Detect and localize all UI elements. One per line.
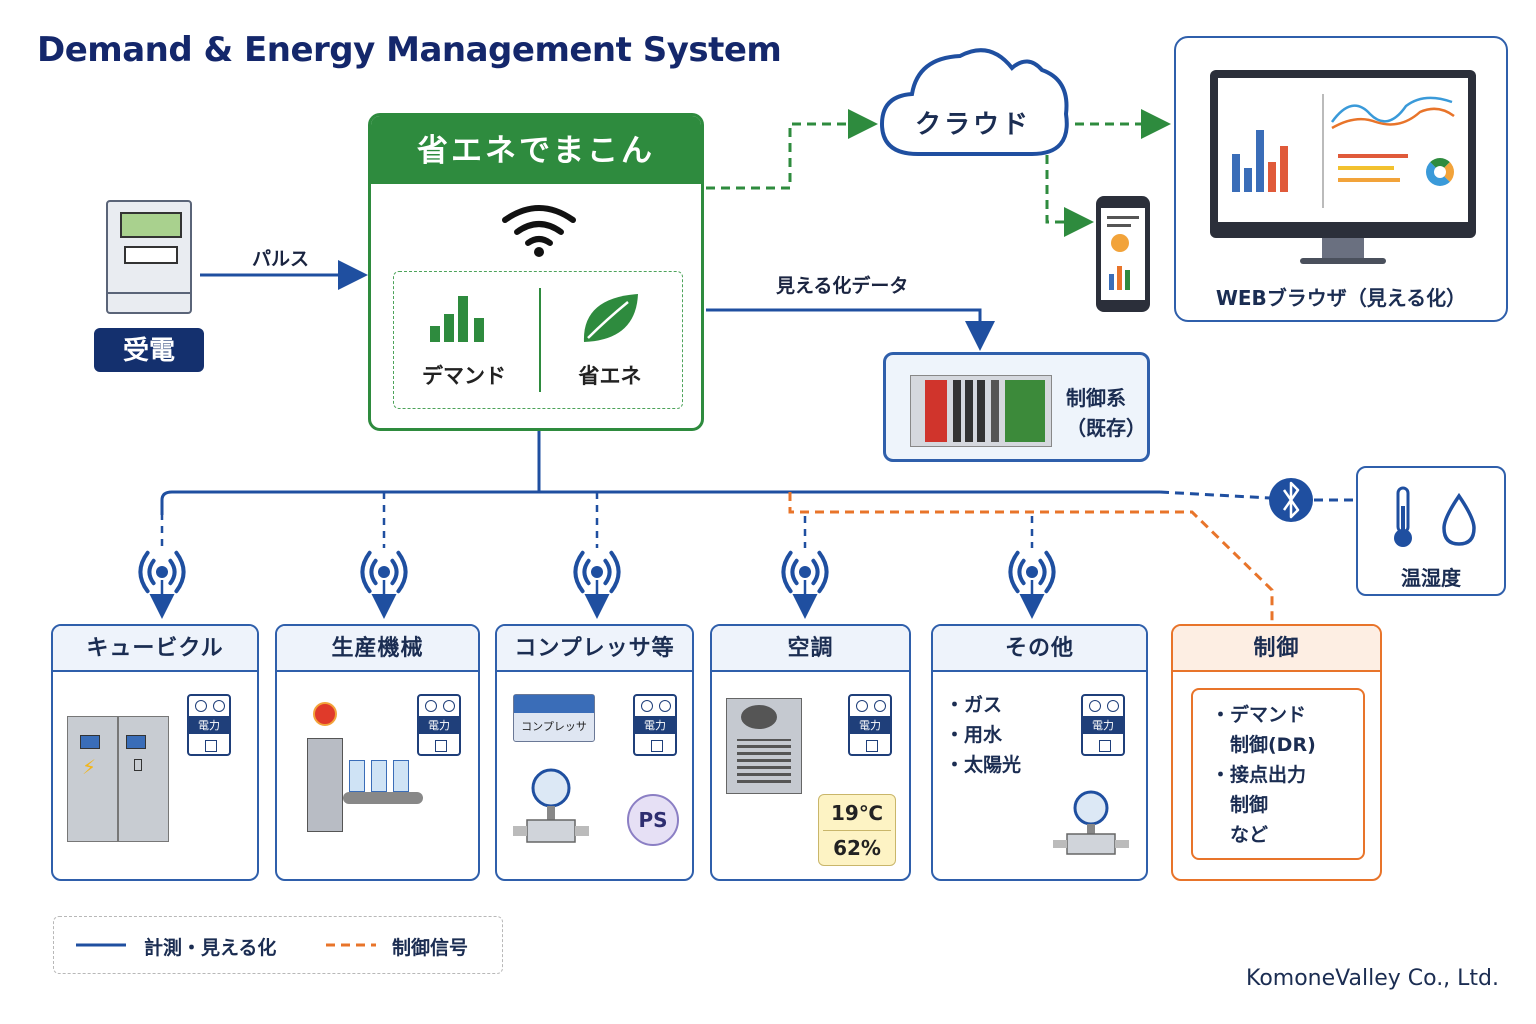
visualization-data-label: 見える化データ — [776, 275, 909, 297]
control-system-label: 制御系 — [1066, 386, 1126, 410]
list-item: ・太陽光 — [945, 754, 1022, 776]
wireless-signal-icon — [360, 550, 408, 619]
demand-label: デマンド — [422, 364, 506, 388]
incoming-power-label: 受電 — [94, 328, 204, 372]
list-item: 制御(DR) — [1211, 734, 1316, 756]
temp-humidity-display: 19℃ 62% — [818, 794, 896, 866]
power-meter-icon: 電力 — [848, 694, 892, 756]
legend: 計測・見える化 制御信号 — [53, 916, 503, 974]
card-title: 制御 — [1173, 626, 1380, 672]
control-signal-line — [788, 492, 1274, 622]
power-meter-label: 電力 — [1083, 716, 1123, 734]
list-item: ・用水 — [945, 724, 1003, 746]
power-meter-label: 電力 — [635, 716, 675, 734]
power-meter-icon: 電力 — [633, 694, 677, 756]
existing-control-system: 制御系 （既存） — [883, 352, 1150, 462]
legend-measure-label: 計測・見える化 — [144, 937, 277, 959]
power-meter-icon: 電力 — [187, 694, 231, 756]
power-meter-label: 電力 — [850, 716, 890, 734]
card-cubicle: キュービクル ⚡ 電力 — [51, 624, 259, 881]
power-meter-icon: 電力 — [417, 694, 461, 756]
wireless-signal-icon — [573, 550, 621, 619]
list-item: など — [1211, 824, 1269, 846]
list-item: ・ガス — [945, 694, 1003, 716]
energy-hub-box: 省エネでまこん デマンド 省エネ — [368, 113, 704, 431]
list-item: ・接点出力 — [1211, 764, 1307, 786]
compressor-label: コンプレッサ — [521, 720, 587, 733]
pressure-switch-badge: PS — [627, 794, 679, 846]
card-other: その他 ・ガス ・用水 ・太陽光 電力 — [931, 624, 1148, 881]
card-control: 制御 ・デマンド 制御(DR) ・接点出力 制御 など — [1171, 624, 1382, 881]
card-production-machine: 生産機械 電力 — [275, 624, 480, 881]
card-title: キュービクル — [53, 626, 257, 672]
air-conditioner-icon — [726, 698, 802, 794]
leaf-icon — [583, 294, 638, 342]
web-browser-label: WEBブラウザ（見える化） — [1215, 286, 1467, 310]
control-system-existing-label: （既存） — [1066, 416, 1146, 440]
hub-to-cloud-arrow — [706, 109, 878, 190]
control-details-box: ・デマンド 制御(DR) ・接点出力 制御 など — [1191, 688, 1365, 860]
temp-humidity-sensor: 温湿度 — [1356, 466, 1506, 596]
hub-title: 省エネでまこん — [371, 116, 701, 184]
cloud-icon — [879, 48, 1069, 156]
pulse-label: パルス — [252, 248, 310, 270]
wireless-signal-icon — [1008, 550, 1056, 619]
thermometer-icon — [1394, 486, 1412, 547]
other-list: ・ガス ・用水 ・太陽光 — [945, 690, 1021, 780]
plc-icon — [910, 375, 1052, 447]
wireless-signal-icon — [781, 550, 829, 619]
monitor-icon — [1210, 70, 1476, 264]
card-title: 生産機械 — [277, 626, 478, 672]
list-item: 制御 — [1211, 794, 1269, 816]
company-name: KomoneValley Co., Ltd. — [1246, 966, 1500, 991]
power-meter-icon: 電力 — [1081, 694, 1125, 756]
energy-saving-label: 省エネ — [578, 364, 642, 388]
power-meter-label: 電力 — [189, 716, 229, 734]
card-air-conditioning: 空調 電力 19℃ 62% — [710, 624, 911, 881]
cubicle-cabinet-icon: ⚡ — [67, 716, 169, 842]
cloud-to-phone-arrow — [1045, 155, 1094, 237]
hub-function-panel: デマンド 省エネ — [393, 271, 683, 409]
card-title: その他 — [933, 626, 1146, 672]
power-meter-label: 電力 — [419, 716, 459, 734]
web-browser-panel: WEBブラウザ（見える化） — [1174, 36, 1508, 322]
card-title: コンプレッサ等 — [497, 626, 692, 672]
wireless-signal-icon — [138, 550, 186, 619]
meter-device-icon — [106, 200, 192, 314]
list-item: ・デマンド — [1211, 704, 1307, 726]
card-compressor: コンプレッサ等 コンプレッサ 電力 PS — [495, 624, 694, 881]
card-title: 空調 — [712, 626, 909, 672]
measurement-bus — [160, 490, 1160, 515]
flow-meter-icon — [1053, 790, 1129, 855]
page-title: Demand & Energy Management System — [37, 30, 782, 70]
flow-meter-icon — [513, 768, 589, 843]
temp-humidity-label: 温湿度 — [1401, 566, 1461, 590]
wifi-icon — [502, 205, 576, 257]
cloud-label: クラウド — [914, 110, 1031, 140]
water-drop-icon — [1442, 492, 1476, 546]
temperature-value: 19℃ — [830, 801, 884, 825]
production-machine-icon — [291, 696, 431, 836]
compressor-device-icon: コンプレッサ — [513, 694, 595, 742]
smartphone-icon — [1096, 196, 1150, 312]
legend-control-label: 制御信号 — [392, 937, 469, 959]
humidity-value: 62% — [833, 836, 881, 860]
visualization-data-arrow — [706, 308, 995, 351]
bar-chart-icon — [430, 296, 484, 342]
